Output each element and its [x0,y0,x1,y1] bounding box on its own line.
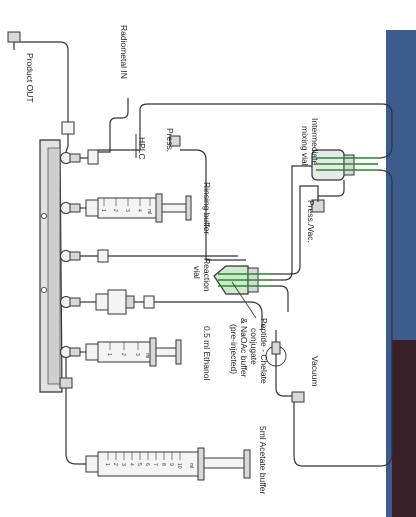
cartridge-inlet-icon [96,294,108,310]
press-label-upper: Press. [165,128,175,152]
radiometal-in-line [88,98,136,164]
stopcocks [61,153,81,358]
reaction-vial[interactable] [214,266,270,294]
ethanol-tick-3: 3 [134,353,140,356]
stopcock-5[interactable] [61,347,81,358]
manifold-stubs [80,158,88,352]
acetate-tick-8: 8 [160,463,166,466]
vacuum-port-icon [292,392,304,402]
peptide-conjugate-label-line4: (pre-injected) [229,324,239,374]
reaction-vial-label-line1: Reaction [202,258,212,292]
peptide-conjugate-label-line2: conjugate [249,328,259,365]
stopcock-3[interactable] [61,251,81,262]
corner-background-glow [386,30,416,517]
reaction-vial-label-line2: vial [192,266,202,279]
acetate-tick-ml: ml [188,463,194,468]
rinsing-tick-4: 4 [136,209,142,212]
rinsing-buffer-syringe[interactable]: ml 1 2 3 4 [86,194,191,222]
product-out-line [8,32,74,152]
ethanol-label: 0.5 ml Ethanol [202,326,212,380]
manifold-hole-icon [41,287,46,292]
ethanol-tick-1: 1 [106,353,112,356]
intermediate-vial-label-line2: mixing vial [300,126,310,166]
rinsing-tick-2: 2 [112,209,118,212]
vacuum-filter-icon [272,342,280,354]
radiometal-in-label: Radiometal IN [119,25,129,79]
reaction-line-connector-icon [98,250,108,262]
acetate-tick-10: 10 [176,463,182,469]
ethanol-tick-2: 2 [120,353,126,356]
acetate-tick-2: 2 [112,463,118,466]
stopcock-2[interactable] [61,203,81,214]
vacuum-line [266,330,304,402]
press-vac-label: Press./Vac. [306,200,316,243]
acetate-tick-1: 1 [104,463,110,466]
product-out-filter-icon [62,122,74,134]
acetate-tick-9: 9 [168,463,174,466]
ethanol-syringe[interactable]: ml 1 2 3 [86,338,181,366]
cartridge-outlet-icon [144,296,154,308]
acetate-buffer-line [60,358,86,464]
acetate-valve-icon [60,378,72,388]
rinsing-buffer-label: Rinsing buffer [202,182,212,234]
rinsing-tick-1: 1 [100,209,106,212]
vacuum-label: Vacuum [310,356,320,387]
stopcock-4[interactable] [61,297,81,308]
manifold [40,140,62,392]
product-out-connector-icon [8,32,20,42]
rinsing-tick-ml: ml [146,209,152,214]
rinsing-tick-3: 3 [124,209,130,212]
manifold-hole-icon [41,213,46,218]
radiometal-connector-icon [88,150,98,164]
acetate-buffer-syringe[interactable]: ml 1 2 3 4 5 6 7 8 9 10 [86,448,250,480]
product-out-label: Product OUT [25,53,35,103]
stopcock-1[interactable] [61,153,81,164]
intermediate-mixing-vial[interactable] [312,150,378,180]
acetate-tick-5: 5 [136,463,142,466]
acetate-tick-4: 4 [128,463,134,466]
acetate-tick-3: 3 [120,463,126,466]
acetate-tick-6: 6 [144,463,150,466]
ethanol-tick-ml: ml [144,353,150,358]
peptide-conjugate-label-line3: & NaOAc buffer [239,318,249,378]
acetate-tick-7: 7 [152,463,158,466]
intermediate-vial-label-line1: Intermediate [310,118,320,166]
acetate-buffer-label: 5ml Acetate buffer [258,426,268,495]
hplc-label: HPLC [137,137,147,160]
